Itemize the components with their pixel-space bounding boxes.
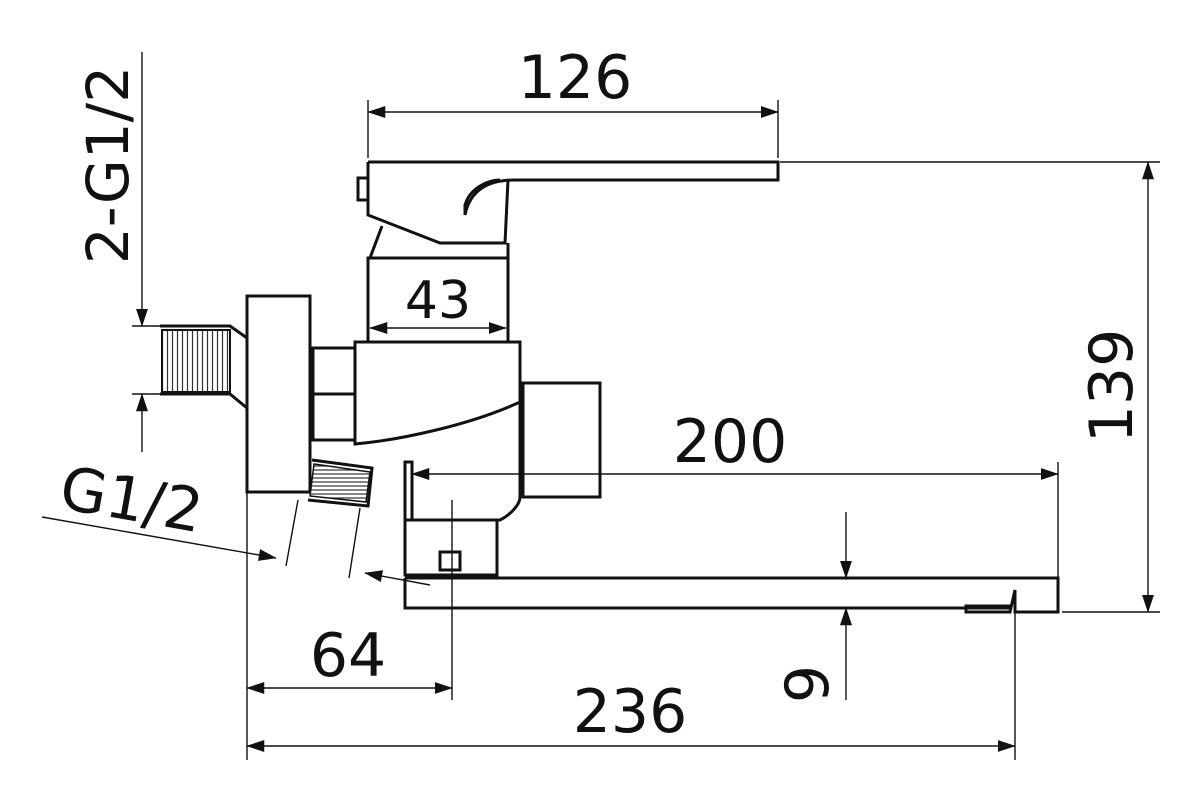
handle-lever xyxy=(368,160,780,216)
spout-collar xyxy=(403,518,499,577)
lower-body xyxy=(403,402,522,522)
outlet-thread xyxy=(309,463,371,503)
dim-label-200: 200 xyxy=(673,407,788,477)
outlet-pipe xyxy=(307,458,374,508)
dimension-lines xyxy=(41,52,1160,760)
handle-pin xyxy=(356,176,370,202)
dim-line-outlet-right xyxy=(364,570,431,586)
dim-label-236: 236 xyxy=(573,677,688,747)
inlet-thread xyxy=(161,329,231,393)
dim-label-9: 9 xyxy=(773,665,843,703)
dim-label-126: 126 xyxy=(518,43,633,113)
faucet-outline xyxy=(160,160,1060,614)
main-body xyxy=(353,340,522,446)
dim-label-outlet-thread: G1/2 xyxy=(55,453,208,547)
dim-label-43: 43 xyxy=(405,271,471,331)
handle-grip xyxy=(366,162,510,245)
dimension-labels: 126 43 200 139 64 236 9 2-G1/2 G1/2 xyxy=(55,43,1147,747)
dim-label-139: 139 xyxy=(1077,329,1147,444)
dim-line-outlet-left xyxy=(41,516,277,561)
dim-label-64: 64 xyxy=(310,621,386,691)
inlet-pipe-body xyxy=(160,324,248,410)
wall-flange xyxy=(245,294,312,494)
spout-pin xyxy=(438,550,462,572)
diverter-knob xyxy=(521,381,602,499)
spout xyxy=(403,576,1060,614)
dim-label-inlet-thread: 2-G1/2 xyxy=(74,66,142,264)
